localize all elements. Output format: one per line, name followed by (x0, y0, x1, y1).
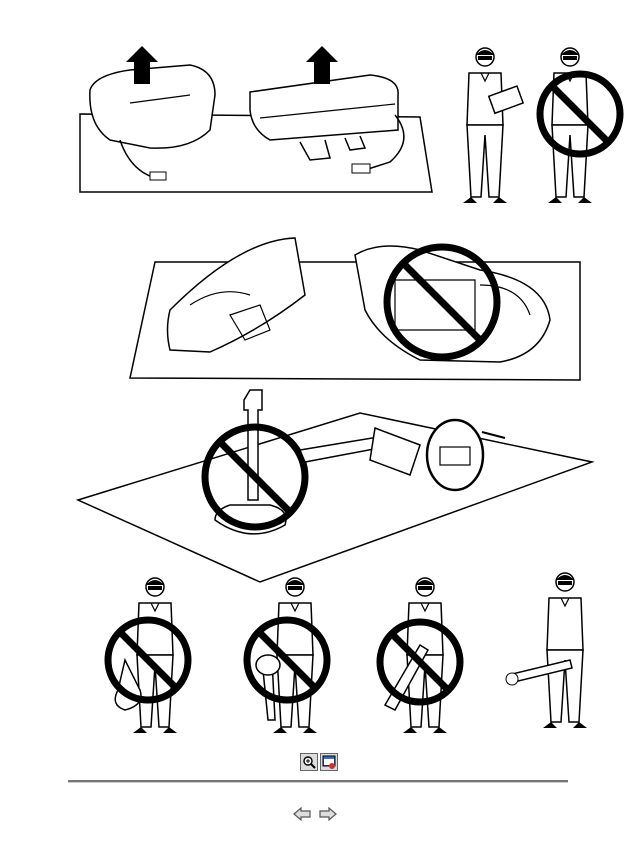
panel-steering-column (75, 389, 595, 583)
page-navigation (293, 806, 337, 822)
divider-line (68, 780, 568, 783)
panel-carry-upside-down (243, 577, 331, 734)
panel-instrument-panel (129, 237, 581, 381)
arrow-left-icon[interactable] (293, 806, 311, 822)
panel-carry-by-wire (104, 577, 192, 734)
zoom-in-icon[interactable] (300, 753, 318, 771)
panel-worker-carry-box (462, 47, 525, 204)
image-toolbar (300, 753, 338, 771)
panel-worker-prohibited (536, 47, 624, 204)
panel-carry-by-shaft (376, 577, 464, 734)
view-window-icon[interactable] (320, 753, 338, 771)
panel-airbag-modules (79, 46, 433, 193)
arrow-right-icon[interactable] (319, 806, 337, 822)
panel-carry-correct (505, 572, 588, 729)
